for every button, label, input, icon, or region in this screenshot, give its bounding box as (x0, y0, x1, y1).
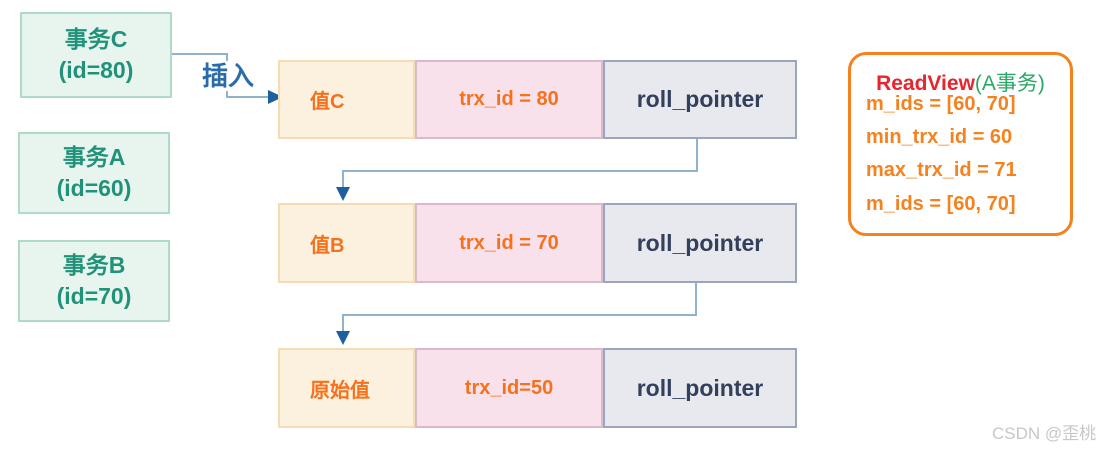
transaction-name: 事务B (62, 252, 126, 278)
readview-line-m-ids: m_ids = [60, 70] (866, 93, 1016, 115)
transaction-box-c: 事务C (id=80) (20, 12, 172, 98)
readview-panel: ReadView(A事务) m_ids = [60, 70] min_trx_i… (848, 52, 1073, 236)
transaction-box-a: 事务A (id=60) (18, 132, 170, 214)
version-row-newest: 值C trx_id = 80 roll_pointer (278, 60, 797, 139)
row-value-cell: 原始值 (278, 348, 415, 428)
readview-line-m-ids-2: m_ids = [60, 70] (866, 193, 1016, 215)
readview-line-min-trx-id: min_trx_id = 60 (866, 126, 1013, 148)
version-row-original: 原始值 trx_id=50 roll_pointer (278, 348, 797, 428)
row-trx-id-cell: trx_id = 70 (415, 203, 603, 283)
transaction-id: (id=70) (56, 283, 132, 309)
readview-title-text: ReadView (876, 72, 975, 95)
row-roll-pointer-cell: roll_pointer (603, 60, 797, 139)
row-value-cell: 值B (278, 203, 415, 283)
readview-title-suffix: (A事务) (974, 72, 1045, 95)
row-value-cell: 值C (278, 60, 415, 139)
roll-pointer-arrow-2 (336, 282, 697, 345)
transaction-id: (id=80) (58, 57, 134, 83)
version-row-middle: 值B trx_id = 70 roll_pointer (278, 203, 797, 283)
row-trx-id-cell: trx_id=50 (415, 348, 603, 428)
row-trx-id-cell: trx_id = 80 (415, 60, 603, 139)
watermark: CSDN @歪桃 (992, 424, 1097, 443)
row-roll-pointer-cell: roll_pointer (603, 348, 797, 428)
transaction-name: 事务A (62, 144, 126, 170)
readview-title: ReadView(A事务) (851, 67, 1070, 97)
roll-pointer-arrow-1 (336, 139, 698, 201)
row-roll-pointer-cell: roll_pointer (603, 203, 797, 283)
transaction-box-b: 事务B (id=70) (18, 240, 170, 322)
insert-arrow-label: 插入 (200, 61, 257, 91)
transaction-name: 事务C (64, 26, 128, 52)
transaction-id: (id=60) (56, 175, 132, 201)
readview-line-max-trx-id: max_trx_id = 71 (866, 159, 1017, 181)
